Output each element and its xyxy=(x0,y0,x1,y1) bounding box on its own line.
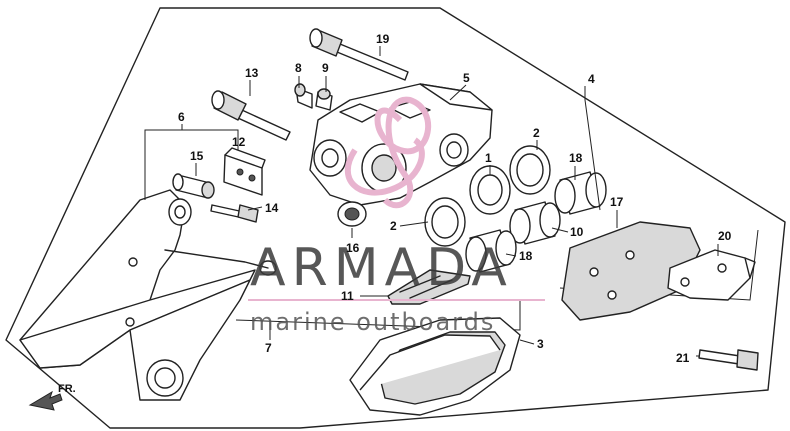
bleeder-cap xyxy=(315,88,333,111)
callout-3: 3 xyxy=(537,337,544,351)
piston-18-lower xyxy=(465,229,517,273)
pad-spring xyxy=(387,269,471,305)
direction-label: FR. xyxy=(58,383,76,395)
logo-loop-mark xyxy=(345,96,431,209)
watermark-tagline: marine outboards xyxy=(250,308,495,336)
callout-5: 5 xyxy=(463,71,470,85)
callout-9: 9 xyxy=(322,61,329,75)
callout-14: 14 xyxy=(265,201,279,215)
callout-13: 13 xyxy=(245,66,259,80)
callout-6: 6 xyxy=(178,110,185,124)
piston-seal-lower xyxy=(424,197,466,247)
callouts: 6 12 15 13 14 8 9 19 5 4 2 1 18 2 10 16 … xyxy=(178,32,732,365)
bleeder-valve xyxy=(294,83,313,109)
callout-18-upper: 18 xyxy=(569,151,583,165)
pad-retainer-clip xyxy=(223,147,266,196)
callout-8: 8 xyxy=(295,61,302,75)
callout-1: 1 xyxy=(485,151,492,165)
callout-15: 15 xyxy=(190,149,204,163)
callout-19: 19 xyxy=(376,32,390,46)
callout-7: 7 xyxy=(265,341,272,355)
pin-bolt xyxy=(172,173,215,199)
callout-10: 10 xyxy=(570,225,584,239)
callout-21: 21 xyxy=(676,351,690,365)
callout-17: 17 xyxy=(610,195,624,209)
cover-bolt xyxy=(698,349,759,371)
callout-11: 11 xyxy=(341,289,354,303)
piston-upper xyxy=(469,165,511,215)
assembly-outline xyxy=(5,7,786,429)
piston-seal-upper xyxy=(509,145,551,195)
rubber-boot xyxy=(337,201,367,227)
piston-18-upper xyxy=(554,171,607,215)
callout-2-lower: 2 xyxy=(390,219,397,233)
caliper-cover xyxy=(667,249,756,301)
callout-4: 4 xyxy=(588,72,595,86)
long-bolt xyxy=(309,28,409,81)
piston-10 xyxy=(509,201,561,245)
leader-lines xyxy=(144,46,719,357)
direction-arrow: FR. xyxy=(28,383,76,411)
small-bolt xyxy=(210,204,259,223)
callout-20: 20 xyxy=(718,229,732,243)
callout-16: 16 xyxy=(346,241,360,255)
watermark-logo: ARMADA marine outboards xyxy=(248,96,545,336)
watermark-brand: ARMADA xyxy=(250,238,513,298)
callout-2-upper: 2 xyxy=(533,126,540,140)
brake-pad-set xyxy=(349,317,521,416)
caliper-bracket xyxy=(19,189,277,401)
caliper-pin xyxy=(211,90,291,141)
callout-18-lower: 18 xyxy=(519,249,533,263)
callout-12: 12 xyxy=(232,135,246,149)
